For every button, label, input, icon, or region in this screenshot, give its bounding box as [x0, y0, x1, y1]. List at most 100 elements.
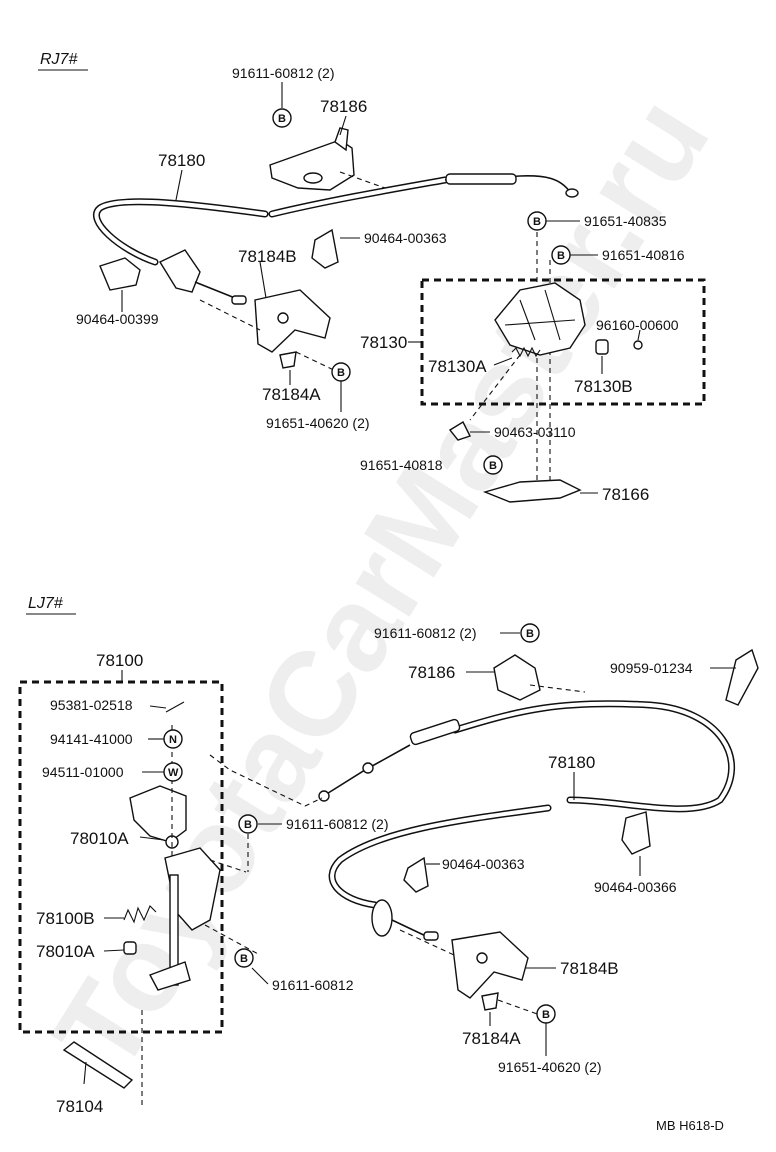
lj-marker-n: N — [163, 729, 183, 749]
lj-cable-lower-fitting — [371, 899, 393, 937]
lj-marker-b-3-letter: B — [240, 953, 248, 965]
lj-marker-w: W — [163, 762, 183, 782]
lj-marker-b-4-circle — [536, 1004, 556, 1024]
lj-marker-w-circle — [163, 762, 183, 782]
lj-marker-b-1-circle — [520, 623, 540, 643]
lj-marker-b-4: B — [536, 1004, 556, 1024]
rj-leader-p10 — [637, 329, 641, 341]
rj-cable-end-wire — [444, 175, 571, 193]
lj-lever-assembly — [129, 785, 187, 843]
rj-cable-lower-nipple — [231, 295, 247, 305]
lj-pin-95381 — [165, 701, 185, 713]
lj-label-94511-01000: 94511-01000 — [42, 764, 124, 780]
lj-rod-78104 — [62, 1041, 134, 1089]
rj-marker-b-2: B — [527, 211, 547, 231]
lj-dash-8 — [399, 929, 455, 956]
lj-leader-q16 — [251, 967, 269, 985]
rj-leader-p11 — [493, 357, 513, 366]
lj-dash-1 — [529, 684, 586, 693]
rj-label-90464-00399: 90464-00399 — [76, 311, 159, 327]
lj-label-78100B: 78100B — [36, 909, 95, 928]
lj-marker-b-3: B — [234, 948, 254, 968]
lj-dash-3 — [209, 859, 247, 873]
rj-dash-2 — [199, 299, 261, 331]
rj-bracket-78166 — [482, 479, 582, 503]
rj-cable-end-nipple — [565, 188, 579, 198]
lj-bracket-78184B-hole — [476, 952, 488, 964]
rj-label-91651-40835: 91651-40835 — [584, 213, 667, 229]
rj-label-78184A: 78184A — [262, 385, 321, 404]
rj-label-91651-40816: 91651-40816 — [602, 247, 685, 263]
lj-spring-78100B — [123, 905, 157, 924]
rj-label-78184B: 78184B — [238, 247, 297, 266]
lj-leader-q19 — [83, 1061, 87, 1085]
rj-leader-p7 — [259, 261, 267, 299]
lj-label-78100: 78100 — [96, 651, 143, 670]
lj-bush-78010A-2 — [123, 941, 137, 955]
lj-marker-b-2-letter: B — [244, 819, 252, 831]
rj-marker-b-2-circle — [527, 211, 547, 231]
lj-marker-b-3-circle — [234, 948, 254, 968]
lj-label-91651-40620-2: 91651-40620 (2) — [498, 1059, 602, 1075]
rj-bracket-hole — [303, 172, 323, 184]
rj-marker-b-1-letter: B — [278, 113, 286, 125]
rj-dash-6 — [469, 354, 521, 421]
rj-label-78130: 78130 — [360, 333, 407, 352]
lj-section-title: LJ7# — [28, 595, 64, 612]
rj-marker-b-2-letter: B — [533, 216, 541, 228]
rj-label-91651-40620-2: 91651-40620 (2) — [266, 415, 370, 431]
rj-label-78186: 78186 — [320, 97, 367, 116]
lj-label-90464-00366: 90464-00366 — [594, 879, 677, 895]
lj-label-78184B: 78184B — [560, 959, 619, 978]
rj-leader-p3 — [175, 169, 183, 201]
rj-section: RJ7# — [38, 51, 706, 504]
rj-marker-b-4-circle — [331, 362, 351, 382]
rj-section-title: RJ7# — [40, 51, 78, 68]
lj-section: LJ7# — [18, 595, 759, 1116]
rj-label-78166: 78166 — [602, 485, 649, 504]
rj-clip-00363 — [311, 228, 339, 269]
lj-lever-foot — [149, 961, 191, 991]
lj-cable-fitting — [409, 718, 461, 746]
lj-label-91611-60812: 91611-60812 — [272, 977, 354, 993]
rj-bracket-78184B-hole — [277, 312, 289, 324]
lj-marker-b-4-letter: B — [542, 1009, 550, 1021]
rj-label-91611-60812-2: 91611-60812 (2) — [232, 65, 334, 81]
rj-label-91651-40818: 91651-40818 — [360, 457, 443, 473]
rj-marker-b-5-circle — [483, 455, 503, 475]
lj-marker-b-1-letter: B — [526, 628, 534, 640]
rj-part-90463 — [448, 421, 471, 441]
rj-dash-1 — [339, 171, 386, 189]
lj-cable-upper-inner — [453, 701, 734, 811]
rj-bolt-78184A — [279, 351, 297, 369]
rj-clip-96160 — [633, 340, 643, 350]
lj-marker-b-1: B — [520, 623, 540, 643]
rj-marker-b-1: B — [272, 108, 292, 128]
rj-cable-right-inner — [270, 178, 447, 216]
rj-label-90463-03110: 90463-03110 — [494, 424, 576, 440]
lj-label-78186: 78186 — [408, 663, 455, 682]
lj-cable-lower-inner — [330, 806, 550, 907]
lj-bracket-78186 — [493, 654, 541, 701]
rj-label-90464-00363: 90464-00363 — [364, 230, 447, 246]
rj-cable-outer-inner — [94, 199, 267, 264]
rj-label-78130B: 78130B — [574, 377, 633, 396]
lj-cable-end-nipple — [318, 790, 330, 802]
lj-bolt-78184A — [481, 992, 499, 1011]
rj-label-96160-00600: 96160-00600 — [596, 317, 679, 333]
lj-label-78104: 78104 — [56, 1097, 103, 1116]
rj-marker-b-3: B — [551, 245, 571, 265]
lj-label-78010A-bottom: 78010A — [36, 942, 95, 961]
rj-marker-b-1-circle — [272, 108, 292, 128]
rj-marker-b-3-letter: B — [557, 250, 565, 262]
lj-marker-b-2: B — [238, 814, 258, 834]
rj-bush-78130B — [595, 339, 609, 355]
lj-marker-n-circle — [163, 729, 183, 749]
lj-marker-b-2-circle — [238, 814, 258, 834]
lj-leader-q9 — [139, 836, 165, 841]
rj-bracket-78184B — [254, 289, 331, 353]
lj-label-95381-02518: 95381-02518 — [50, 697, 133, 713]
lj-marker-w-letter: W — [168, 767, 179, 779]
lj-label-90959-01234: 90959-01234 — [610, 660, 693, 676]
lj-cable-lower-nipple — [423, 931, 439, 941]
